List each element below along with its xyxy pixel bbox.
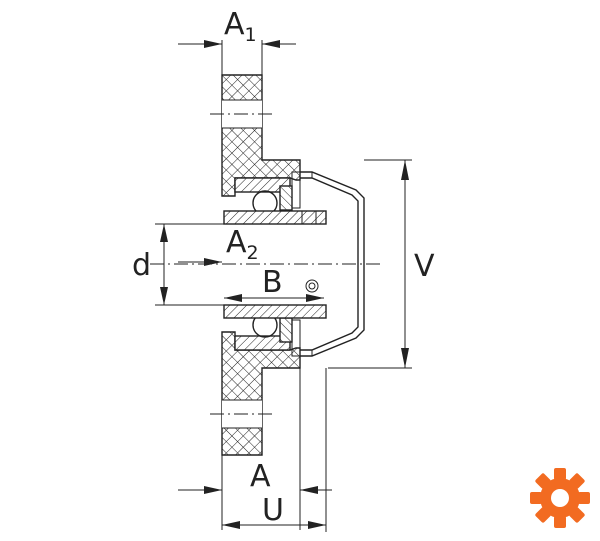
dimension-a1: A1 [178,7,296,75]
dimension-v: V [328,159,435,369]
dimension-b-label: B [262,265,283,300]
housing-flange-upper [210,74,301,197]
dimension-d: d [132,223,224,306]
inner-ring [223,210,327,319]
end-cover [300,171,365,357]
dimension-a2-label: A [226,225,247,260]
dimension-b: B [224,265,324,302]
dimension-a1-label: A [224,7,245,42]
gear-icon [530,468,590,528]
dimension-a-label: A [250,459,271,494]
bearing-upper [234,171,301,216]
dimension-u-label: U [262,493,284,528]
svg-text:A1: A1 [224,7,257,46]
dimension-u: U [222,368,327,532]
dimension-a2-sub: 2 [247,242,259,264]
dimension-a: A [178,356,332,530]
dimension-a2: A2 [178,225,259,266]
dimension-d-label: d [132,248,151,283]
dimension-a1-sub: 1 [245,24,257,46]
svg-text:A2: A2 [226,225,259,264]
dimension-v-label: V [414,249,435,284]
bearing-lower [234,312,301,357]
